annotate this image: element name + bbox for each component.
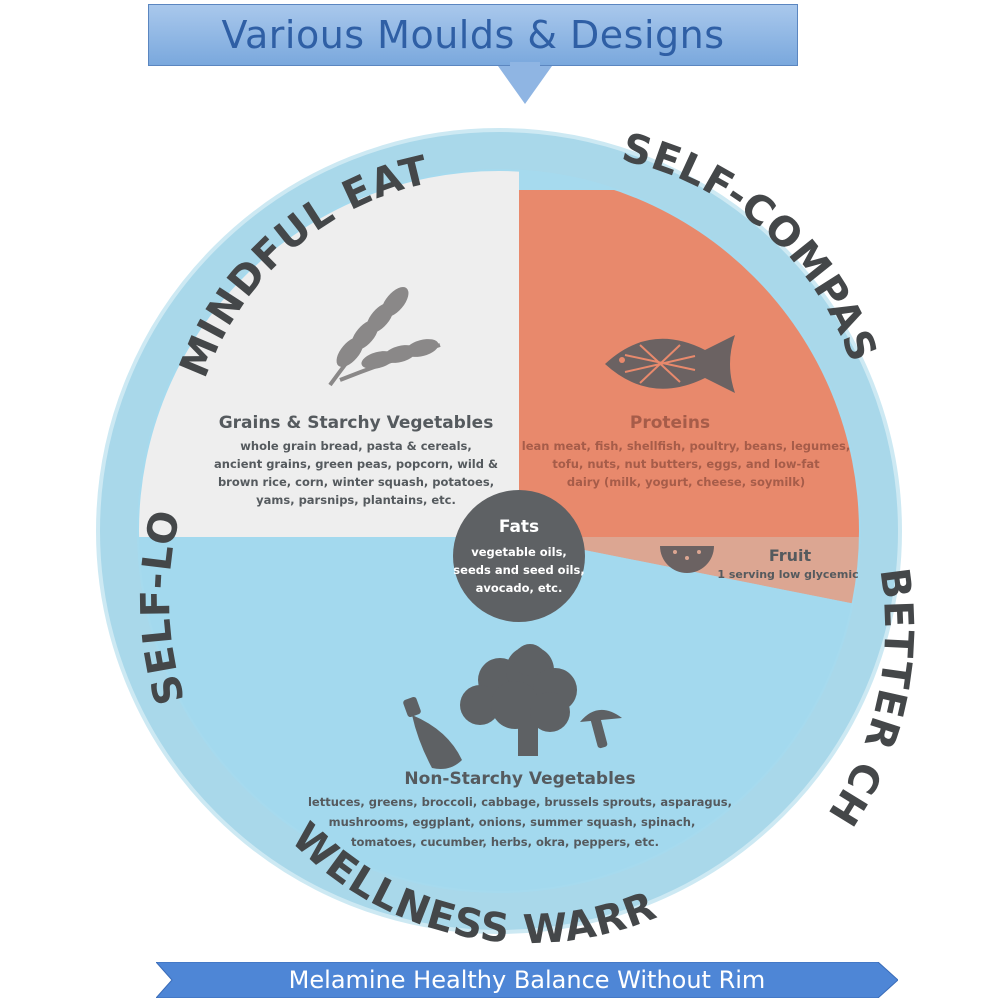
grains-line-4: yams, parsnips, plantains, etc. bbox=[256, 493, 456, 507]
vegetables-line-2: mushrooms, eggplant, onions, summer squa… bbox=[329, 815, 696, 829]
grains-title: Grains & Starchy Vegetables bbox=[219, 413, 494, 433]
zucchini-icon bbox=[403, 696, 462, 769]
fruit-line: 1 serving low glycemic bbox=[717, 568, 858, 581]
fats-line-1: vegetable oils, bbox=[471, 545, 567, 559]
proteins-line-3: dairy (milk, yogurt, cheese, soymilk) bbox=[567, 475, 805, 489]
proteins-title: Proteins bbox=[630, 413, 710, 433]
fats-title: Fats bbox=[499, 517, 539, 537]
fats-circle bbox=[453, 490, 585, 622]
fish-icon bbox=[605, 335, 735, 393]
fats-line-3: avocado, etc. bbox=[476, 581, 563, 595]
vegetables-line-3: tomatoes, cucumber, herbs, okra, peppers… bbox=[351, 835, 659, 849]
grains-line-2: ancient grains, green peas, popcorn, wil… bbox=[214, 457, 498, 471]
proteins-line-2: tofu, nuts, nut butters, eggs, and low-f… bbox=[552, 457, 820, 471]
vegetables-title: Non-Starchy Vegetables bbox=[404, 769, 635, 789]
top-banner: Various Moulds & Designs bbox=[148, 4, 798, 66]
broccoli-icon bbox=[460, 644, 577, 756]
grains-line-3: brown rice, corn, winter squash, potatoe… bbox=[218, 475, 494, 489]
down-arrow-icon bbox=[498, 66, 552, 104]
proteins-line-1: lean meat, fish, shellfish, poultry, bea… bbox=[522, 439, 850, 453]
bottom-banner bbox=[156, 962, 898, 998]
mushroom-icon bbox=[580, 709, 622, 749]
plate-edge bbox=[96, 128, 902, 934]
vegetables-section bbox=[139, 537, 859, 891]
wheat-icon bbox=[328, 287, 441, 387]
fruit-title: Fruit bbox=[769, 546, 812, 565]
vegetables-line-1: lettuces, greens, broccoli, cabbage, bru… bbox=[308, 795, 732, 809]
bottom-banner-title: Melamine Healthy Balance Without Rim bbox=[288, 966, 766, 994]
fats-line-2: seeds and seed oils, bbox=[453, 563, 584, 577]
grains-line-1: whole grain bread, pasta & cereals, bbox=[240, 439, 471, 453]
top-banner-title: Various Moulds & Designs bbox=[221, 13, 725, 57]
watermelon-slice-icon bbox=[660, 546, 714, 573]
